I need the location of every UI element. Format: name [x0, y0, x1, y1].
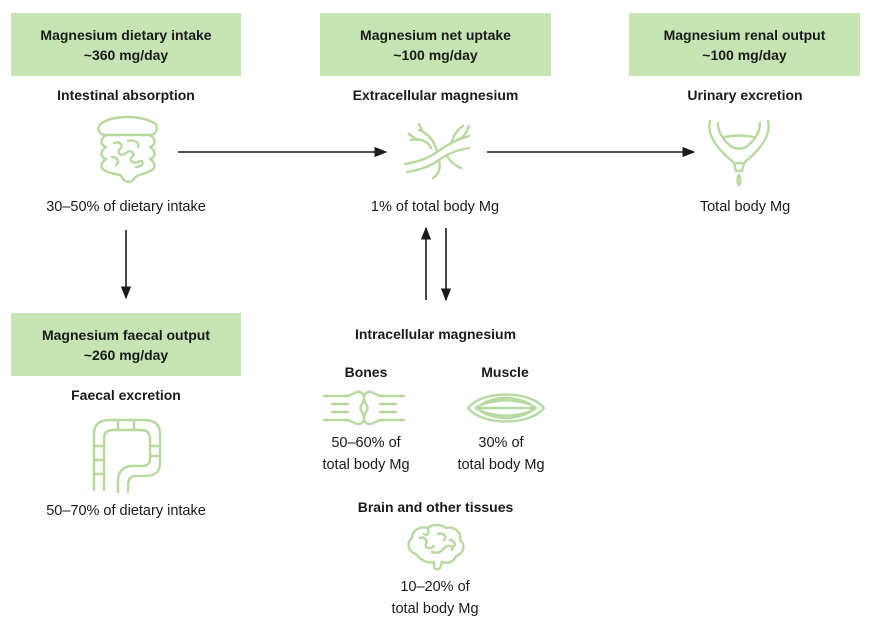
muscle-icon	[464, 388, 548, 428]
brain-value-line1: 10–20% of	[400, 579, 470, 595]
faecal-value: 50–70% of dietary intake	[46, 503, 206, 519]
colon-icon	[84, 410, 170, 496]
renal-output-label: Magnesium renal output	[663, 26, 826, 43]
dietary-intake-label: Magnesium dietary intake	[40, 26, 212, 43]
muscle-heading: Muscle	[481, 364, 529, 380]
brain-value: 10–20% of total body Mg	[375, 576, 495, 620]
muscle-value: 30% of total body Mg	[441, 432, 561, 476]
net-uptake-box: Magnesium net uptake ~100 mg/day	[320, 13, 551, 76]
bones-value: 50–60% of total body Mg	[306, 432, 426, 476]
muscle-value-line1: 30% of	[478, 435, 524, 451]
bone-joint-icon	[322, 386, 406, 430]
bones-value-line2: total body Mg	[322, 457, 410, 473]
urinary-value: Total body Mg	[699, 199, 791, 215]
renal-output-box: Magnesium renal output ~100 mg/day	[629, 13, 860, 76]
brain-heading: Brain and other tissues	[357, 499, 514, 515]
dietary-intake-value: ~360 mg/day	[83, 46, 169, 63]
muscle-value-line2: total body Mg	[457, 457, 545, 473]
bones-heading: Bones	[344, 364, 388, 380]
net-uptake-label: Magnesium net uptake	[360, 26, 511, 43]
faecal-output-box: Magnesium faecal output ~260 mg/day	[11, 313, 241, 376]
blood-vessel-icon	[399, 120, 473, 182]
intestinal-value: 30–50% of dietary intake	[46, 199, 206, 215]
faecal-excretion-heading: Faecal excretion	[71, 387, 181, 403]
intestine-icon	[92, 113, 164, 187]
intracellular-heading: Intracellular magnesium	[354, 326, 517, 342]
net-uptake-value: ~100 mg/day	[393, 46, 478, 63]
brain-value-line2: total body Mg	[391, 601, 479, 617]
faecal-output-value: ~260 mg/day	[83, 346, 169, 363]
faecal-output-label: Magnesium faecal output	[41, 326, 211, 343]
extracellular-value: 1% of total body Mg	[370, 199, 500, 215]
dietary-intake-box: Magnesium dietary intake ~360 mg/day	[11, 13, 241, 76]
extracellular-heading: Extracellular magnesium	[352, 87, 519, 103]
brain-icon	[404, 522, 468, 572]
urinary-excretion-heading: Urinary excretion	[687, 87, 803, 103]
bones-value-line1: 50–60% of	[331, 435, 401, 451]
bladder-icon	[704, 113, 774, 189]
intestinal-absorption-heading: Intestinal absorption	[57, 87, 195, 103]
renal-output-value: ~100 mg/day	[702, 46, 787, 63]
